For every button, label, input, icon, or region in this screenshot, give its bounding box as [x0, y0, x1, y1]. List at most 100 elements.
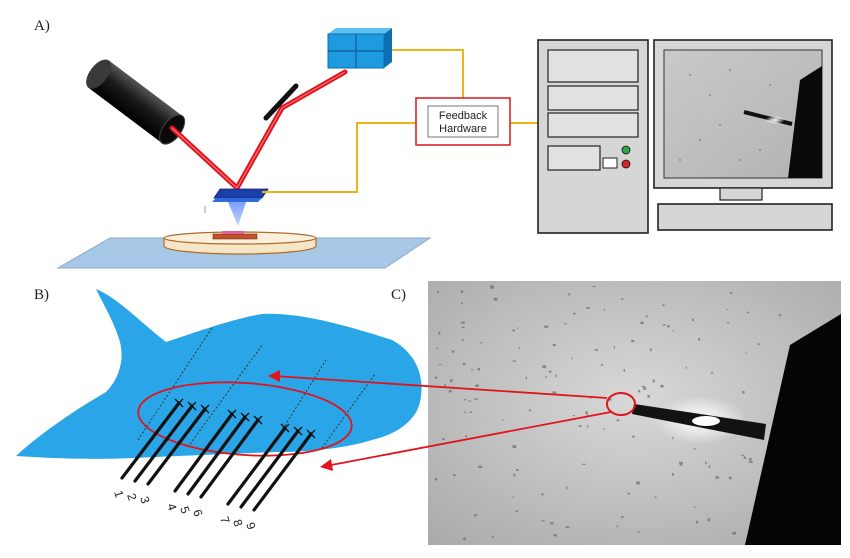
- debris-speck: [693, 448, 697, 450]
- debris-speck: [461, 326, 465, 329]
- debris-speck: [545, 376, 547, 378]
- debris-speck: [660, 384, 664, 388]
- debris-speck: [518, 347, 520, 349]
- debris-speck: [464, 399, 467, 401]
- debris-speck: [468, 400, 472, 402]
- debris-speck: [652, 379, 655, 383]
- debris-speck: [638, 389, 641, 393]
- debris-speck: [743, 456, 746, 459]
- electrode-number-5: 5: [177, 505, 192, 516]
- debris-speck: [512, 496, 514, 498]
- debris-speck: [621, 298, 624, 300]
- debris-speck: [640, 321, 644, 324]
- debris-speck: [749, 461, 753, 463]
- debris-speck: [462, 321, 465, 324]
- debris-speck: [637, 531, 640, 533]
- debris-speck: [474, 398, 479, 400]
- debris-speck: [469, 411, 472, 413]
- debris-speck: [582, 463, 586, 465]
- debris-speck: [436, 347, 439, 350]
- debris-speck: [654, 496, 657, 498]
- debris-speck: [778, 314, 782, 317]
- debris-speck: [571, 357, 573, 360]
- debris-speck: [490, 285, 494, 289]
- debris-speck: [607, 398, 612, 401]
- debris-speck: [493, 297, 498, 301]
- debris-speck: [727, 322, 730, 324]
- microscope-image: [428, 281, 841, 545]
- cell-body: [16, 289, 422, 459]
- debris-speck: [621, 516, 624, 518]
- debris-speck: [662, 324, 666, 326]
- debris-speck: [512, 329, 516, 332]
- debris-speck: [460, 290, 464, 294]
- debris-speck: [636, 481, 640, 485]
- debris-speck: [632, 435, 635, 438]
- debris-speck: [565, 526, 570, 528]
- debris-speck: [707, 518, 711, 522]
- debris-speck: [479, 342, 482, 344]
- debris-speck: [587, 425, 589, 428]
- debris-speck: [757, 343, 760, 346]
- debris-speck: [715, 476, 719, 479]
- debris-speck: [474, 514, 478, 517]
- debris-speck: [572, 415, 575, 417]
- electrode-number-2: 2: [124, 492, 139, 503]
- debris-speck: [604, 308, 605, 311]
- debris-speck: [578, 425, 582, 427]
- debris-speck: [451, 350, 455, 353]
- debris-speck: [568, 293, 570, 296]
- debris-speck: [585, 411, 588, 415]
- debris-speck: [442, 438, 445, 440]
- debris-speck: [573, 312, 576, 315]
- debris-speck: [627, 492, 631, 495]
- debris-speck: [566, 486, 568, 490]
- debris-speck: [708, 465, 711, 468]
- debris-speck: [552, 344, 556, 347]
- connection-arrows: [268, 370, 636, 471]
- debris-speck: [516, 327, 519, 329]
- electrode-array: [120, 401, 313, 512]
- electrode-number-6: 6: [190, 508, 205, 519]
- debris-speck: [434, 376, 438, 379]
- debris-speck: [747, 311, 750, 314]
- debris-speck: [693, 506, 697, 508]
- debris-speck: [453, 474, 456, 477]
- highlight-ellipse: [137, 381, 353, 457]
- debris-speck: [444, 384, 446, 387]
- debris-speck: [502, 419, 504, 421]
- debris-speck: [603, 428, 605, 430]
- debris-speck: [544, 325, 549, 328]
- debris-speck: [478, 465, 483, 468]
- debris-speck: [448, 390, 452, 393]
- signal-wires: [262, 49, 560, 193]
- debris-speck: [672, 473, 674, 476]
- debris-speck: [649, 348, 652, 352]
- debris-speck: [516, 469, 519, 471]
- electrode-number-3: 3: [137, 495, 152, 506]
- debris-speck: [692, 318, 694, 322]
- debris-speck: [586, 307, 591, 309]
- debris-speck: [541, 493, 544, 496]
- debris-speck: [438, 331, 441, 335]
- debris-speck: [553, 534, 557, 537]
- debris-speck: [679, 461, 683, 464]
- debris-speck: [437, 290, 439, 293]
- debris-speck: [645, 315, 648, 318]
- debris-speck: [711, 372, 714, 374]
- feedback-label-line1: Feedback: [439, 110, 488, 122]
- debris-speck: [726, 309, 728, 310]
- debris-speck: [647, 395, 650, 398]
- debris-speck: [728, 476, 732, 480]
- sample: [212, 233, 258, 240]
- debris-speck: [450, 379, 453, 383]
- debris-speck: [477, 368, 480, 371]
- debris-speck: [695, 520, 699, 524]
- feedback-label-line2: Hardware: [439, 123, 487, 135]
- feedback-hardware-box: Feedback Hardware: [415, 97, 511, 146]
- desktop-computer-icon: [537, 39, 833, 234]
- debris-speck: [705, 461, 707, 465]
- debris-speck: [462, 362, 466, 366]
